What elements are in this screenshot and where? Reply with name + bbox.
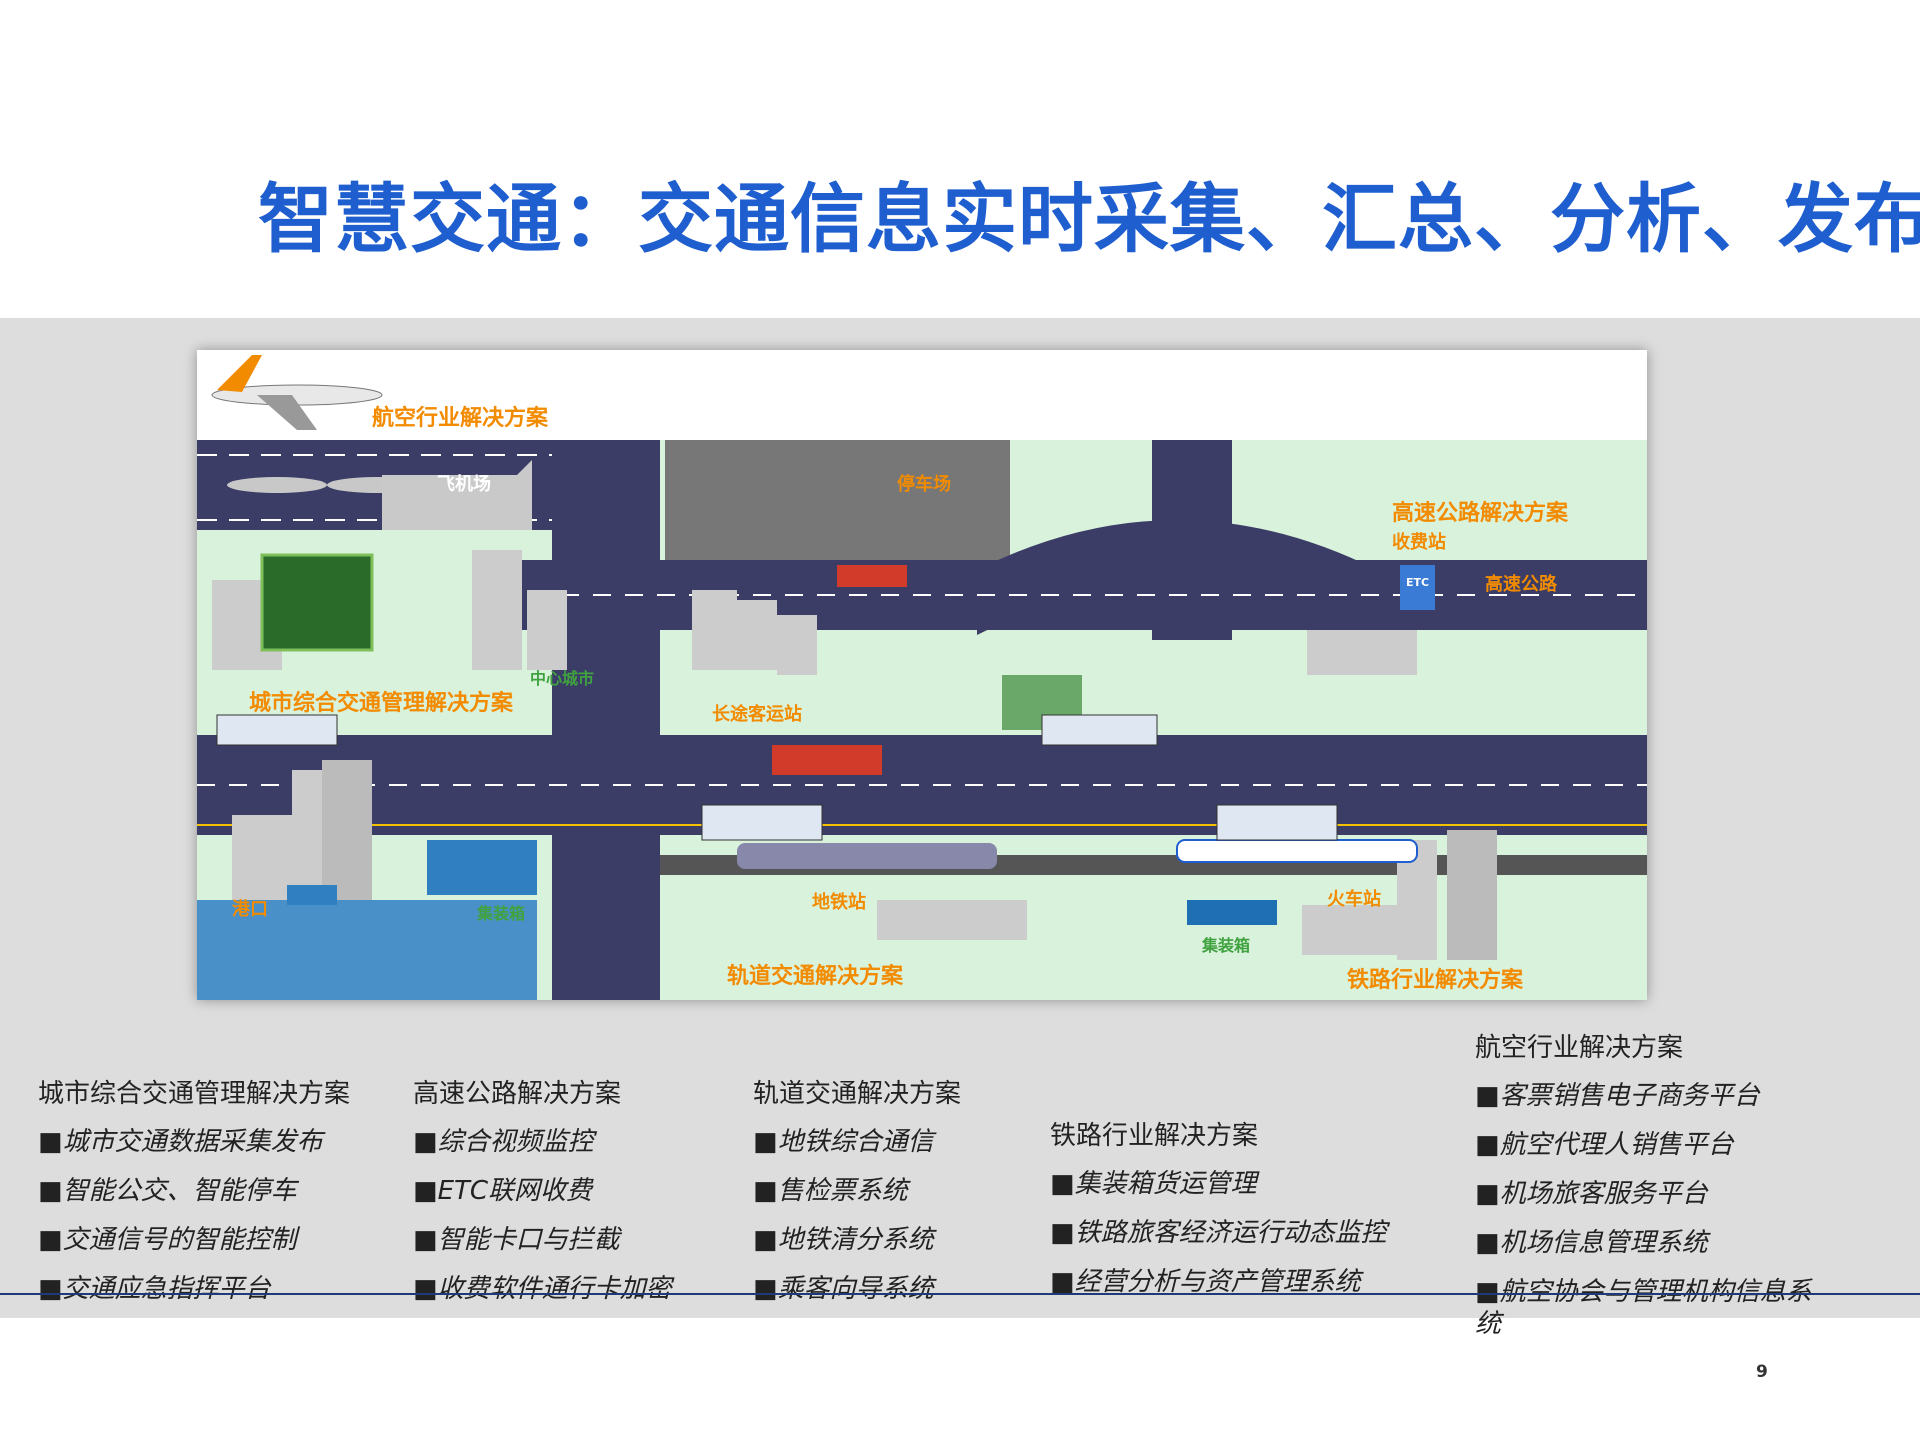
airplane-icon xyxy=(211,355,383,430)
label-container-right: 集装箱 xyxy=(1202,936,1251,955)
building xyxy=(527,590,567,670)
list-item: ■航空代理人销售平台 xyxy=(1475,1130,1734,1160)
list-item: ■售检票系统 xyxy=(753,1176,908,1206)
container xyxy=(287,885,337,905)
list-item: ■铁路旅客经济运行动态监控 xyxy=(1050,1218,1387,1248)
list-item: ■交通应急指挥平台 xyxy=(38,1274,271,1304)
bus xyxy=(216,714,338,746)
column-rail-head: 轨道交通解决方案 xyxy=(753,1079,962,1109)
list-item: ■综合视频监控 xyxy=(413,1127,594,1157)
building xyxy=(1447,830,1497,960)
list-item: ■机场旅客服务平台 xyxy=(1475,1179,1708,1209)
label-city-solution: 城市综合交通管理解决方案 xyxy=(249,691,514,716)
list-item: ■集装箱货运管理 xyxy=(1050,1169,1257,1199)
building xyxy=(777,615,817,675)
building xyxy=(472,550,522,670)
list-item: ■交通信号的智能控制 xyxy=(38,1225,297,1255)
water xyxy=(197,900,537,1000)
list-item: ■地铁清分系统 xyxy=(753,1225,934,1255)
column-railway-head: 铁路行业解决方案 xyxy=(1050,1121,1259,1151)
label-toll-station: 收费站 xyxy=(1392,532,1446,553)
label-train-station: 火车站 xyxy=(1327,889,1381,910)
list-item: ■收费软件通行卡加密 xyxy=(413,1274,672,1304)
list-item: ■城市交通数据采集发布 xyxy=(38,1127,323,1157)
road-vertical-left xyxy=(612,440,660,1000)
container xyxy=(1187,900,1277,925)
label-aviation: 航空行业解决方案 xyxy=(372,406,549,431)
column-rail: 轨道交通解决方案 ■地铁综合通信 ■售检票系统 ■地铁清分系统 ■乘客向导系统 xyxy=(753,1073,961,1322)
container xyxy=(427,840,537,895)
label-metro-station: 地铁站 xyxy=(812,892,866,913)
list-item: ■ETC联网收费 xyxy=(413,1176,593,1206)
runway-marker xyxy=(227,477,327,493)
list-item: ■机场信息管理系统 xyxy=(1475,1228,1708,1258)
column-city: 城市综合交通管理解决方案 ■城市交通数据采集发布 ■智能公交、智能停车 ■交通信… xyxy=(38,1073,350,1322)
list-item: ■智能卡口与拦截 xyxy=(413,1225,620,1255)
footer-divider xyxy=(0,1293,1920,1295)
list-item: ■航空协会与管理机构信息系统 xyxy=(1475,1277,1812,1339)
bus xyxy=(1216,804,1338,841)
label-railway-solution: 铁路行业解决方案 xyxy=(1347,968,1524,993)
label-rail-solution: 轨道交通解决方案 xyxy=(727,964,904,989)
list-item: ■客票销售电子商务平台 xyxy=(1475,1081,1760,1111)
column-city-head: 城市综合交通管理解决方案 xyxy=(38,1079,351,1109)
building xyxy=(322,760,372,900)
column-aviation: 航空行业解决方案 ■客票销售电子商务平台 ■航空代理人销售平台 ■机场旅客服务平… xyxy=(1475,1027,1815,1357)
label-highway: 高速公路 xyxy=(1485,574,1557,595)
sky-strip xyxy=(197,350,1647,440)
parking-lot xyxy=(665,440,1010,570)
building xyxy=(692,590,737,670)
list-item: ■智能公交、智能停车 xyxy=(38,1176,297,1206)
control-center-screen xyxy=(260,553,374,652)
bullet-train xyxy=(1176,839,1418,863)
label-etc: ETC xyxy=(1406,576,1430,589)
airport-building xyxy=(382,460,532,530)
list-item: ■乘客向导系统 xyxy=(753,1274,934,1304)
page-number: 9 xyxy=(1756,1362,1768,1382)
label-port: 港口 xyxy=(232,899,268,920)
column-aviation-head: 航空行业解决方案 xyxy=(1475,1033,1684,1063)
label-highway-solution: 高速公路解决方案 xyxy=(1392,501,1569,526)
column-highway-head: 高速公路解决方案 xyxy=(413,1079,622,1109)
building xyxy=(737,600,777,670)
traffic-scene xyxy=(197,350,1647,1000)
label-coach-station: 长途客运站 xyxy=(712,704,802,725)
metro-train xyxy=(737,843,997,869)
label-center-city: 中心城市 xyxy=(530,669,595,688)
building xyxy=(1302,905,1412,955)
bus xyxy=(1041,714,1158,746)
label-airport: 飞机场 xyxy=(437,474,491,495)
column-highway: 高速公路解决方案 ■综合视频监控 ■ETC联网收费 ■智能卡口与拦截 ■收费软件… xyxy=(413,1073,672,1322)
column-railway: 铁路行业解决方案 ■集装箱货运管理 ■铁路旅客经济运行动态监控 ■经营分析与资产… xyxy=(1050,1115,1387,1315)
etc-gate xyxy=(1400,565,1435,610)
building xyxy=(232,815,292,905)
truck xyxy=(772,745,882,775)
building xyxy=(877,900,1027,940)
list-item: ■地铁综合通信 xyxy=(753,1127,934,1157)
interchange xyxy=(977,520,1377,635)
truck xyxy=(837,565,907,587)
list-item: ■经营分析与资产管理系统 xyxy=(1050,1267,1361,1297)
bus xyxy=(701,804,823,841)
traffic-diagram: 航空行业解决方案 飞机场 停车场 高速公路解决方案 收费站 高速公路 ETC 中… xyxy=(197,350,1647,1000)
building xyxy=(1307,630,1417,675)
label-container-left: 集装箱 xyxy=(477,904,526,923)
label-parking: 停车场 xyxy=(897,474,951,495)
page-title: 智慧交通：交通信息实时采集、汇总、分析、发布 xyxy=(258,175,1920,263)
